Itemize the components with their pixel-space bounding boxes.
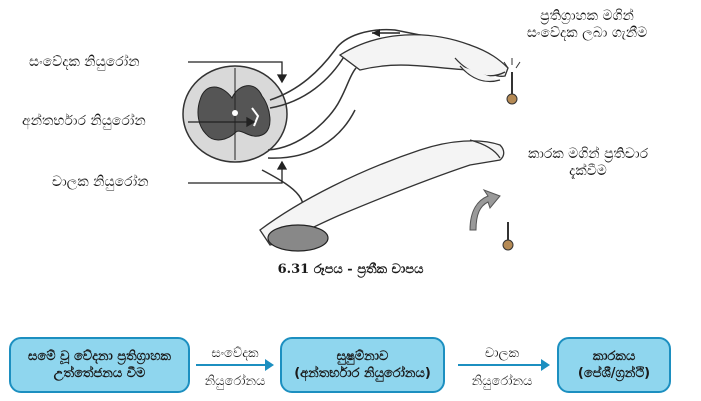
flow-connector-motor: චාලක නියුරෝනය [452,346,552,390]
flow-box-spinal-cord-line2: (අන්තර්භාර නියුරෝනය) [294,366,431,381]
pin-icon [502,222,514,251]
motor-pointer [188,166,283,184]
flow-box-effector-line2: (පේශී/ග්‍රන්ථි) [577,366,651,381]
spinal-cord-cross-section [182,65,288,163]
flow-connector-motor-line1: චාලක [484,346,520,361]
flow-box-receptor: සමේ වූ වේදනා ප්‍රතිග්‍රාහක උත්තේජනය වීම [9,337,190,393]
sensory-pointer [188,61,283,78]
receptor-label-line2: සංවේදක ලබා ගැනීම [526,25,648,41]
receptor-label-line1: ප්‍රතිග්‍රාහක මගින් [540,8,634,24]
interneuron-label: අන්තර්භාර නියුරෝන [22,113,146,129]
reflex-arc-illustration [182,28,521,252]
flow-box-spinal-cord-line1: සුෂුම්නාව [336,349,389,364]
motor-neuron-label: චාලක නියුරෝන [52,174,149,190]
flow-arrow-2 [458,359,550,371]
figure-caption: 6.31 රූපය - ප්‍රතීක චාපය [277,262,424,277]
pin-stimulus-icon [503,58,521,105]
effector-label-line2: දැක්වීම [569,163,607,179]
effector-label-line1: කාරක මගින් ප්‍රතිචාර [527,146,649,162]
effector-label: කාරක මගින් ප්‍රතිචාර දැක්වීම [508,146,668,180]
withdrawal-arrow-icon [469,188,501,231]
flow-connector-sensory-line1: සංවේදක [211,346,259,361]
flow-box-spinal-cord: සුෂුම්නාව (අන්තර්භාර නියුරෝනය) [280,337,445,393]
flow-connector-motor-line2: නියුරෝනය [471,374,533,389]
lower-arm-hand [259,139,505,246]
receptor-label: ප්‍රතිග්‍රාහක මගින් සංවේදක ලබා ගැනීම [502,8,672,42]
flow-connector-sensory: සංවේදක නියුරෝනය [192,346,278,390]
flow-box-receptor-line1: සමේ වූ වේදනා ප්‍රතිග්‍රාහක [28,349,171,364]
flow-connector-sensory-line2: නියුරෝනය [204,374,266,389]
flow-box-effector-line1: කාරකය [592,349,636,364]
flow-box-receptor-line2: උත්තේජනය වීම [53,366,146,381]
biceps-muscle [267,224,329,252]
flow-arrow-1 [196,359,274,371]
flow-box-effector: කාරකය (පේශී/ග්‍රන්ථි) [557,337,671,393]
sensory-neuron-label: සංවේදක නියුරෝන [29,54,140,70]
upper-arm-hand [338,34,509,83]
